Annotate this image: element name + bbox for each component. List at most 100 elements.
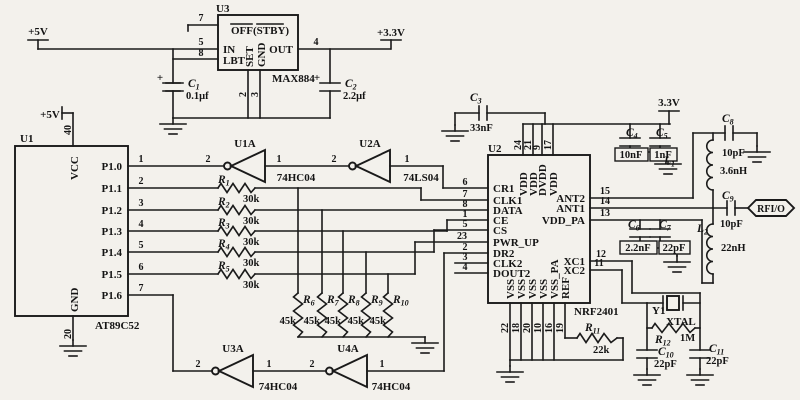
r10-ref: R10 <box>392 294 409 308</box>
u3-pin8-num: 8 <box>199 48 204 59</box>
inductor-l1 <box>705 139 714 191</box>
u1a-bubble <box>223 161 232 171</box>
l2-ref: L2 <box>696 223 708 237</box>
v33-rail-label: 3.3V <box>658 97 680 109</box>
r9-ref: R9 <box>370 294 383 308</box>
ground-c3 <box>441 124 469 142</box>
u4a-gate <box>330 353 368 389</box>
r7-value: 45k <box>304 316 321 327</box>
resistor-r2 <box>216 204 257 216</box>
c6-ref: C6 <box>628 219 640 233</box>
u2a-pin2: 2 <box>332 154 337 165</box>
u2-box <box>487 154 591 304</box>
u2-vss2-label: VSS <box>516 279 528 299</box>
ground-regulator <box>159 117 187 135</box>
c10-value: 22pF <box>654 359 677 370</box>
r1-ref: R1 <box>217 174 230 188</box>
resistor-r3 <box>216 225 257 237</box>
u2-vdd1-label: VDD <box>518 172 530 196</box>
c8-capacitor <box>724 125 734 141</box>
u2-pin-cs: CS <box>493 225 507 237</box>
resistor-r8 <box>337 291 349 339</box>
u3a-pin1: 1 <box>267 359 272 370</box>
inverter-u3a-u4a: 2 U3A 1 74HC04 2 U4A 1 74HC04 <box>196 252 489 393</box>
u4a-ref: U4A <box>337 343 358 355</box>
u2-num-9: 9 <box>532 145 543 150</box>
r9-value: 45k <box>348 316 365 327</box>
resistor-r10 <box>382 291 394 339</box>
u2-num-12: 12 <box>596 249 606 260</box>
u1a-ref: U1A <box>234 138 255 150</box>
u2-num-13: 13 <box>600 208 610 219</box>
c3-capacitor <box>478 105 488 121</box>
r8-value: 45k <box>325 316 342 327</box>
resistor-r7 <box>316 291 328 339</box>
u3-pin-in: IN <box>223 44 235 56</box>
u1-port-p10: P1.0 <box>102 161 123 173</box>
u1-pin5-num: 5 <box>139 240 144 251</box>
u3-pin2-num: 2 <box>238 92 249 97</box>
u3a-bubble <box>211 366 220 376</box>
c1-ref: C1 <box>188 78 200 92</box>
u2-pin-dout2: DOUT2 <box>493 268 531 280</box>
c9-value: 10pF <box>720 219 743 230</box>
u3-wires <box>172 24 402 119</box>
pulldown-resistors: R6 R7 R8 R9 R10 45k 45k 45k 45k 45k <box>280 187 439 354</box>
u1-power-wires <box>61 106 74 341</box>
r7-ref: R7 <box>326 294 340 308</box>
ground-pulldowns <box>411 336 439 354</box>
u3-pin-set: SET <box>244 46 256 67</box>
inductor-l2 <box>705 223 714 275</box>
r4-ref: R4 <box>217 238 230 252</box>
u2-pin-ant2: ANT2 <box>556 193 585 205</box>
r12-ref: R12 <box>654 334 671 348</box>
u1a-part: 74HC04 <box>277 172 316 184</box>
c2-capacitor <box>319 82 341 92</box>
u3-pin3-num: 3 <box>250 92 261 97</box>
u2-vss3-label: VSS <box>527 279 539 299</box>
resistor-r11 <box>575 332 619 344</box>
plus5-top-label: +5V <box>28 26 48 38</box>
u3-pin7-num: 7 <box>199 13 204 24</box>
u2-num-14: 14 <box>600 196 610 207</box>
u2-pin-pwrup: PWR_UP <box>493 237 539 249</box>
u3-pin5-num: 5 <box>199 37 204 48</box>
u3-pin-lbt: LBT <box>223 55 246 67</box>
r8-ref: R8 <box>347 294 360 308</box>
r3-ref: R3 <box>217 217 230 231</box>
u2-vss1-label: VSS <box>505 279 517 299</box>
y1-ref: Y1 <box>652 305 665 317</box>
u1-pin20-num: 20 <box>63 329 74 339</box>
u3-pin4-num: 4 <box>314 37 319 48</box>
c1-value: 0.1μf <box>186 91 209 102</box>
ground-vss <box>496 365 524 383</box>
u3-ref: U3 <box>216 3 230 15</box>
u2-vdd2-label: VDD <box>528 172 540 196</box>
r6-ref: R6 <box>302 294 315 308</box>
r3-value: 30k <box>243 237 260 248</box>
u2-num-17: 17 <box>543 140 554 150</box>
c7-value: 22pF <box>663 243 686 254</box>
u2-pin-ce: CE <box>493 215 508 227</box>
u1-port-p16: P1.6 <box>102 290 123 302</box>
u2-num-8: 8 <box>463 199 468 210</box>
c3-value: 33nF <box>470 123 493 134</box>
u2-num-23: 23 <box>457 231 467 242</box>
u2-num-22: 22 <box>500 323 511 333</box>
xtal-label: XTAL <box>666 316 696 328</box>
u2-num-10: 10 <box>533 323 544 333</box>
u2-vss4-label: VSS <box>538 279 550 299</box>
u1-port-p14: P1.4 <box>102 247 123 259</box>
c5-ref: C5 <box>656 127 668 141</box>
u2-dvdd-label: DVDD <box>537 164 549 196</box>
r2-ref: R2 <box>217 196 230 210</box>
c7-value-box <box>658 240 691 255</box>
u2-num-19: 19 <box>555 323 566 333</box>
port-wires: R1 R2 R3 R4 R5 30k 30k 30k 30k 30k <box>127 165 489 372</box>
r5-ref: R5 <box>217 260 230 274</box>
ground-c10 <box>633 368 661 386</box>
u2-pin-ant1: ANT1 <box>556 203 585 215</box>
c10-ref: C10 <box>658 346 674 360</box>
c4-value-box <box>614 147 649 162</box>
c1-plus: + <box>157 72 163 84</box>
